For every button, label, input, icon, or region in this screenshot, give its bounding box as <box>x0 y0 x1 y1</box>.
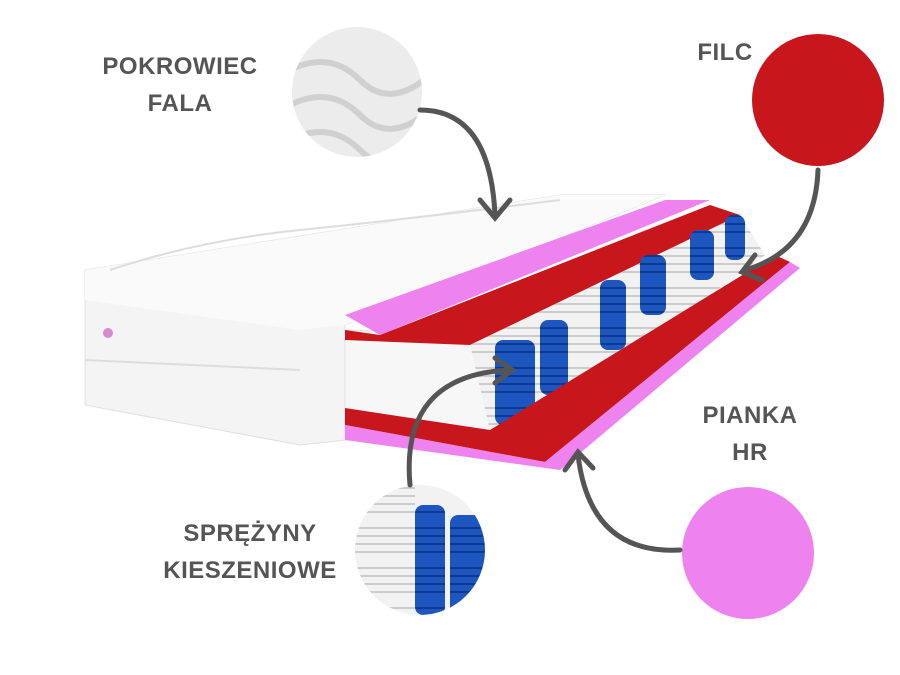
arrows <box>406 107 821 553</box>
label-felt: FILC <box>680 34 770 71</box>
label-cover: POKROWIEC FALA <box>95 48 265 122</box>
label-cover-line2: FALA <box>147 90 213 117</box>
label-foam: PIANKA HR <box>685 397 815 471</box>
label-springs-line2: KIESZENIOWE <box>163 557 337 584</box>
pocket-springs <box>495 215 745 425</box>
arrow-cover <box>417 107 498 218</box>
mattress <box>84 194 800 470</box>
label-foam-line2: HR <box>732 439 768 466</box>
arrow-felt <box>742 167 821 273</box>
label-cover-line1: POKROWIEC <box>102 53 258 80</box>
arrow-foam <box>575 452 683 553</box>
springs-swatch <box>355 485 485 615</box>
brand-logo-icon <box>103 328 113 338</box>
label-springs-line1: SPRĘŻYNY <box>183 520 317 547</box>
label-springs: SPRĘŻYNY KIESZENIOWE <box>150 515 350 589</box>
felt-layer-top <box>345 205 740 345</box>
label-felt-line1: FILC <box>697 39 753 66</box>
arrow-springs <box>406 367 513 488</box>
foam-layer-top <box>345 200 710 335</box>
felt-swatch <box>752 34 884 166</box>
label-foam-line1: PIANKA <box>702 402 798 429</box>
cover-swatch <box>292 27 422 157</box>
foam-swatch <box>682 487 814 619</box>
